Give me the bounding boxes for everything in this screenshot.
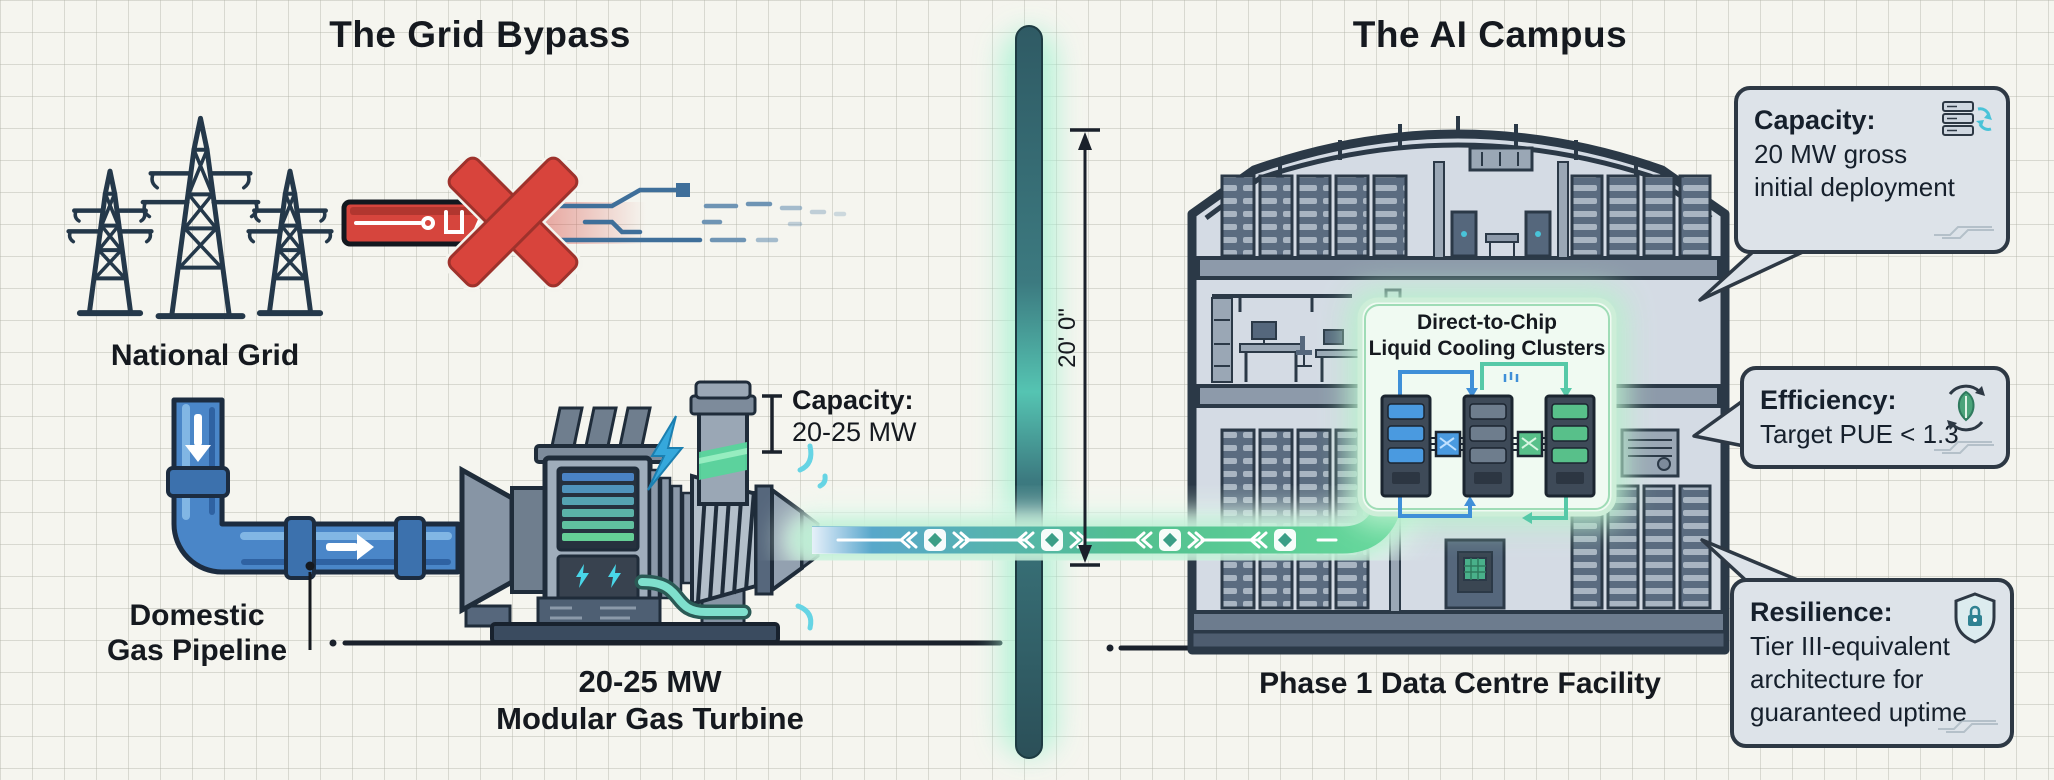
red-x-icon xyxy=(442,151,584,293)
left-section-title: The Grid Bypass xyxy=(329,14,631,55)
circuit-decoration xyxy=(1936,709,2000,738)
callout-resilience-title: Resilience: xyxy=(1750,597,1893,627)
callout-resilience-line3: guaranteed uptime xyxy=(1750,697,1967,728)
divider-bar xyxy=(1002,25,1056,759)
pipeline-label-line2: Gas Pipeline xyxy=(106,634,288,668)
callout-capacity-title: Capacity: xyxy=(1754,105,1876,135)
facility-label: Phase 1 Data Centre Facility xyxy=(1259,667,1661,700)
roof-struts xyxy=(1278,116,1638,178)
flow-arrow-icon xyxy=(185,414,374,560)
lightning-bolt-icon xyxy=(647,415,685,491)
circuit-decoration xyxy=(1932,215,1996,244)
rack-slots xyxy=(1387,403,1589,484)
capacity-annotation-title: Capacity: xyxy=(792,385,914,415)
capacity-dimension-bar xyxy=(762,394,782,454)
bolt-icon xyxy=(576,564,621,588)
callout-capacity-line1: 20 MW gross xyxy=(1754,138,1908,169)
turbine-label: 20-25 MW Modular Gas Turbine xyxy=(430,664,870,737)
energy-beam xyxy=(780,474,1420,572)
national-grid-label: National Grid xyxy=(110,339,300,372)
callout-capacity-line2: initial deployment xyxy=(1754,172,1955,203)
gas-turbine-graphic xyxy=(459,380,828,644)
turbine-label-line2: Modular Gas Turbine xyxy=(496,700,804,736)
callout-capacity: Capacity: 20 MW gross initial deployment xyxy=(1734,86,2010,254)
hvac-unit xyxy=(1620,428,1680,478)
server-racks-top-floor xyxy=(1220,174,1712,258)
height-dimension-label: 20' 0" xyxy=(1054,308,1081,368)
severed-grid-connection xyxy=(341,151,847,293)
transmission-towers-icon xyxy=(69,118,332,316)
shield-lock-icon xyxy=(1952,592,1998,649)
callout-resilience-line1: Tier III-equivalent xyxy=(1750,630,1950,661)
cooling-panel-title-line2: Liquid Cooling Clusters xyxy=(1368,337,1606,361)
cooling-schematic xyxy=(1380,362,1596,524)
radiator-slats xyxy=(562,473,634,541)
energy-swoosh-icon xyxy=(795,443,828,631)
gas-pipeline-graphic xyxy=(166,397,461,650)
middle-room xyxy=(1433,146,1569,259)
height-dimension-line xyxy=(1070,128,1100,567)
pipeline-label: Domestic Gas Pipeline xyxy=(92,598,302,669)
cooling-panel xyxy=(1348,288,1626,526)
callout-efficiency: Efficiency: Target PUE < 1.3 xyxy=(1740,366,2010,470)
leaf-cycle-icon xyxy=(1938,380,1994,441)
turbine-label-line1: 20-25 MW xyxy=(578,664,722,699)
circuit-decoration xyxy=(1932,430,1996,459)
capacity-annotation-value: 20-25 MW xyxy=(792,417,917,448)
callout-efficiency-title: Efficiency: xyxy=(1760,385,1897,415)
beam-connector-icon xyxy=(898,529,1296,551)
callout-resilience-line2: architecture for xyxy=(1750,664,1924,695)
server-sync-icon xyxy=(1942,100,1994,149)
turbine-capacity-annotation: Capacity: 20-25 MW xyxy=(792,384,1012,449)
cooling-panel-title: Direct-to-Chip Liquid Cooling Clusters xyxy=(1364,310,1610,363)
ground-line xyxy=(329,639,1195,652)
callout-resilience: Resilience: Tier III-equivalent architec… xyxy=(1730,578,2014,748)
pipeline-label-line1: Domestic xyxy=(129,599,265,632)
cooling-panel-title-line1: Direct-to-Chip xyxy=(1417,311,1557,334)
right-section-title: The AI Campus xyxy=(1352,14,1628,55)
digital-circuit-trace-icon xyxy=(553,183,847,243)
callout-efficiency-line1: Target PUE < 1.3 xyxy=(1760,418,1959,449)
